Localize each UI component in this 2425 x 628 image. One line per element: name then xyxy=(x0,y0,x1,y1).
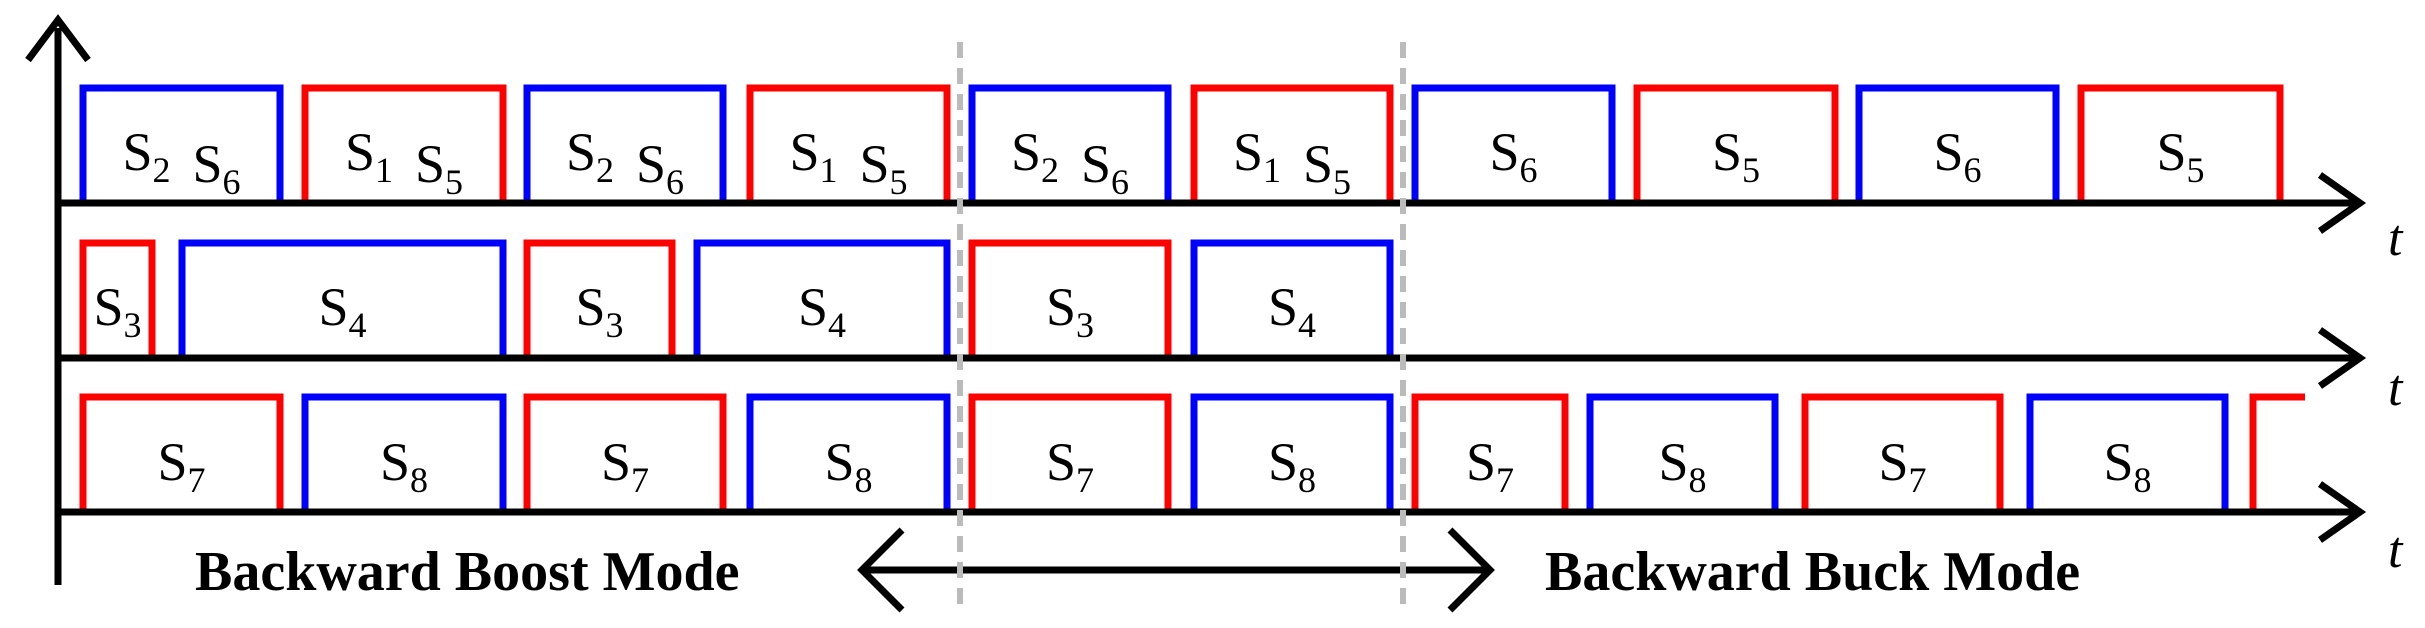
row-3-pulse-label: S8 xyxy=(2103,432,2151,500)
mode-dividers xyxy=(957,42,1406,612)
row-2-pulse-label: S3 xyxy=(1046,277,1094,345)
axes: t t t xyxy=(25,14,2404,585)
row-1-pulse-label: S5 xyxy=(2156,122,2204,190)
row-3-pulse xyxy=(2225,393,2305,516)
row-1-time-axis-arrowhead xyxy=(2317,172,2367,234)
row-3-pulse-label: S7 xyxy=(157,432,205,500)
row-3-pulse-label: S8 xyxy=(380,432,428,500)
mode-label-boost: Backward Boost Mode xyxy=(195,541,739,603)
row-3-axis-label-t: t xyxy=(2388,522,2404,579)
row-3-pulse-label: S7 xyxy=(601,432,649,500)
row-2-pulse-label: S4 xyxy=(798,277,846,345)
row-3-pulse-label: S7 xyxy=(1466,432,1514,500)
row-1-pulse-label: S5 xyxy=(1712,122,1760,190)
row-3-pulse-label: S7 xyxy=(1046,432,1094,500)
row-2-pulse-label: S3 xyxy=(93,277,141,345)
row-1-pulse-label: S6 xyxy=(1933,122,1981,190)
row-2-axis-label-t: t xyxy=(2388,360,2404,417)
row-1-pulse-label: S6 xyxy=(1489,122,1537,190)
row-3-time-axis-arrowhead xyxy=(2317,481,2367,543)
row-2-time-axis-arrowhead xyxy=(2317,327,2367,389)
row-2-pulse-label: S4 xyxy=(1268,277,1316,345)
row-3-pulse-label: S8 xyxy=(824,432,872,500)
row-3-pulse-label: S8 xyxy=(1268,432,1316,500)
row-3-pulse-label: S7 xyxy=(1878,432,1926,500)
mode-label-buck: Backward Buck Mode xyxy=(1545,541,2080,603)
row-1-axis-label-t: t xyxy=(2388,210,2404,267)
vertical-axis-arrowhead xyxy=(25,14,91,63)
mode-section: Backward Boost Mode Backward Buck Mode xyxy=(195,527,2080,613)
row-3-pulse-label: S8 xyxy=(1658,432,1706,500)
row-2-pulse-label: S4 xyxy=(318,277,366,345)
mode-transition-arrow-right-head xyxy=(1447,527,1495,613)
row-2-pulse-label: S3 xyxy=(575,277,623,345)
mode-transition-arrow-left-head xyxy=(857,527,905,613)
